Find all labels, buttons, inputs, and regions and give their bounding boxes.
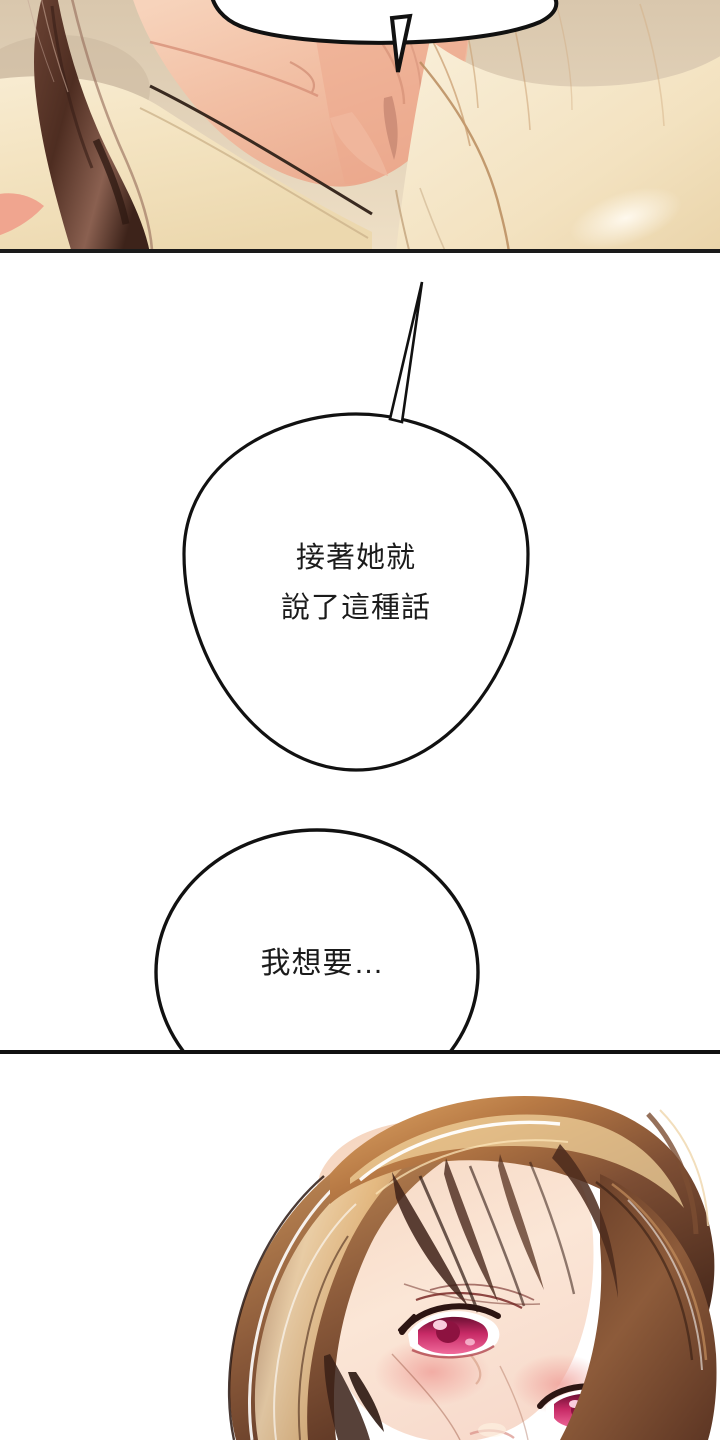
speech-bubble-2-text: 我想要… (260, 947, 385, 980)
panel-bottom (0, 1054, 720, 1440)
speech-bubble-1-text: 接著她就 說了這種話 (280, 542, 431, 624)
speech-bubble-2: 我想要… (150, 826, 495, 1171)
panel-divider-top (0, 249, 720, 253)
panel-top (0, 0, 720, 253)
speech-bubble-1-shape (182, 281, 530, 772)
left-eye (398, 1303, 501, 1359)
panel-bottom-artwork (0, 1054, 720, 1440)
speech-bubble-1: 接著她就 說了這種話 (176, 276, 536, 776)
panel-divider-mid (0, 1050, 720, 1054)
panel-top-artwork (0, 0, 720, 253)
